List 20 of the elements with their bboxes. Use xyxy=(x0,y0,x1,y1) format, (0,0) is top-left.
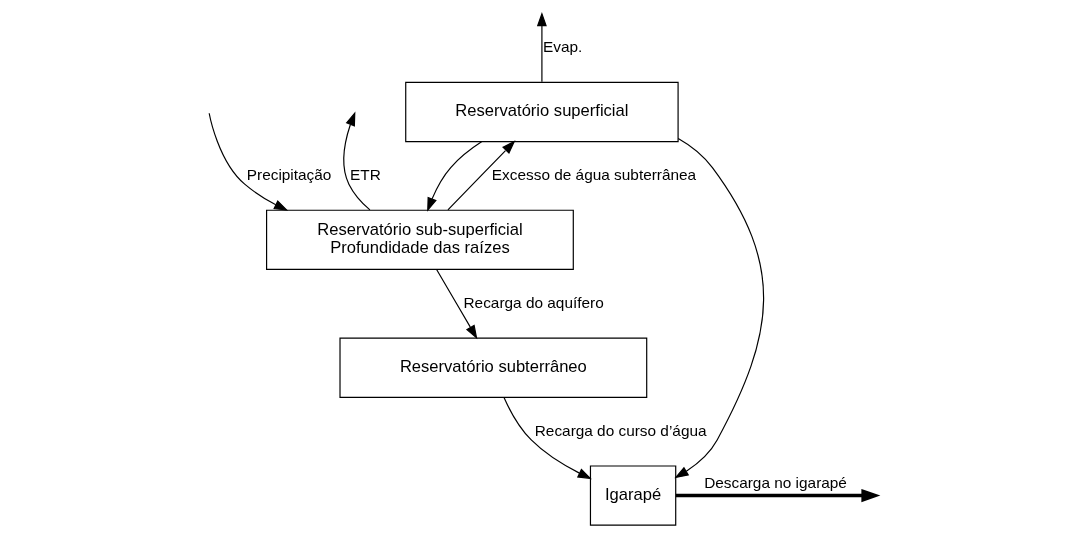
node-box: Reservatório sub-superficial Profundidade das raízes xyxy=(266,209,574,270)
arrow xyxy=(536,11,547,83)
arrow xyxy=(675,488,881,503)
node-box: Reservatório superficial xyxy=(405,81,679,143)
edge-label: Precipitação xyxy=(246,165,332,183)
edge-label: Recarga do curso d’água xyxy=(534,421,707,439)
arrow xyxy=(427,141,483,212)
edge-label: Evap. xyxy=(542,38,583,56)
arrow xyxy=(208,112,289,211)
edge-label: ETR xyxy=(350,165,381,183)
edge-label: Descarga no igarapé xyxy=(704,473,847,491)
edge-label: Excesso de água subterrânea xyxy=(491,165,697,183)
arrow xyxy=(436,268,478,340)
arrow xyxy=(503,396,592,480)
arrow xyxy=(343,111,371,211)
arrow xyxy=(674,137,765,479)
arrow xyxy=(447,140,516,211)
edge-label: Recarga do aquífero xyxy=(463,293,604,311)
node-box: Reservatório subterrâneo xyxy=(339,337,648,398)
node-box: Igarapé xyxy=(589,465,677,526)
